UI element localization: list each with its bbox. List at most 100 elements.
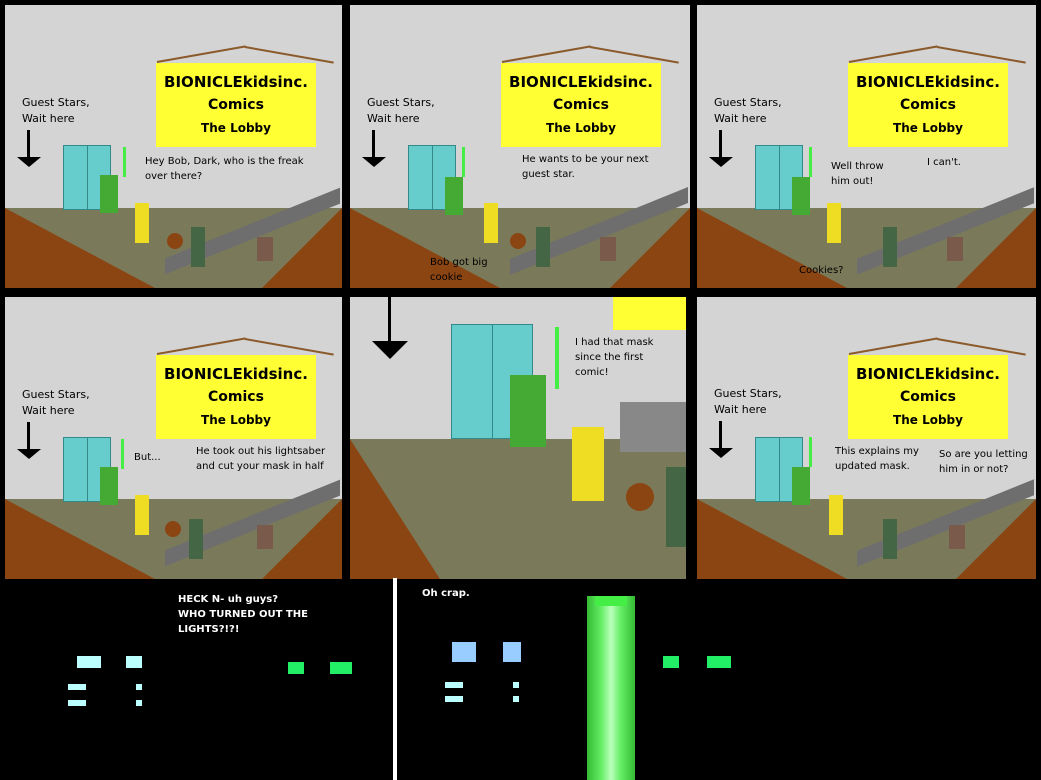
roof-line — [501, 45, 591, 63]
sign-title: BIONICLEkidsinc. — [509, 73, 653, 91]
sign-subtitle: Comics — [208, 97, 264, 113]
down-arrow-icon — [17, 157, 41, 167]
bob-character — [600, 237, 616, 261]
lightsaber-icon — [809, 437, 812, 467]
wood-floor — [350, 439, 440, 579]
dark-character — [883, 227, 897, 267]
sign-subtitle: Comics — [900, 389, 956, 405]
bob-character — [949, 525, 965, 549]
down-arrow-icon — [372, 341, 408, 359]
eye-glow — [452, 642, 476, 662]
eye-glow — [330, 662, 352, 674]
comic-panel-4: BIONICLEkidsinc. Comics The Lobby Guest … — [5, 297, 342, 579]
down-arrow-icon — [709, 157, 733, 167]
speech-bubble: Hey Bob, Dark, who is the freak over the… — [145, 156, 304, 182]
yellow-character — [827, 203, 841, 243]
green-character — [445, 177, 463, 215]
mask-glow — [136, 684, 142, 690]
comic-panel-1: BIONICLEkidsinc. Comics The Lobby Guest … — [5, 5, 342, 288]
speech-bubble: I can't. — [927, 157, 961, 168]
down-arrow-icon — [372, 130, 375, 157]
sign-subtitle: Comics — [553, 97, 609, 113]
roof-line — [848, 337, 938, 355]
speech-bubble: Bob got big cookie — [430, 257, 488, 283]
guest-sign: Guest Stars, Wait here — [714, 387, 782, 416]
lightsaber-icon — [809, 147, 812, 177]
roof-line — [589, 46, 679, 64]
dark-character — [666, 467, 686, 547]
eye-glow — [77, 656, 101, 668]
comic-panel-7: HECK N- uh guys? WHO TURNED OUT THE LIGH… — [0, 584, 393, 780]
roof-line — [936, 338, 1026, 356]
lobby-sign — [613, 297, 686, 330]
reception-counter — [620, 402, 686, 452]
comic-panel-3: BIONICLEkidsinc. Comics The Lobby Guest … — [697, 5, 1036, 288]
wood-floor — [5, 499, 155, 579]
sign-title: BIONICLEkidsinc. — [856, 365, 1000, 383]
cookie-icon — [626, 483, 654, 511]
down-arrow-icon — [362, 157, 386, 167]
sign-title: BIONICLEkidsinc. — [164, 73, 308, 91]
sign-location: The Lobby — [893, 413, 963, 427]
down-arrow-icon — [27, 422, 30, 449]
mask-glow — [513, 696, 519, 702]
mask-glow — [445, 696, 463, 702]
roof-line — [156, 45, 246, 63]
down-arrow-icon — [27, 130, 30, 157]
down-arrow-icon — [709, 448, 733, 458]
mask-glow — [136, 700, 142, 706]
dark-character — [883, 519, 897, 559]
speech-bubble: He took out his lightsaber and cut your … — [196, 446, 326, 472]
lobby-sign: BIONICLEkidsinc. Comics The Lobby — [156, 355, 316, 439]
eye-glow — [503, 642, 521, 662]
speech-bubble: HECK N- uh guys? WHO TURNED OUT THE LIGH… — [178, 594, 308, 635]
guest-sign: Guest Stars, Wait here — [22, 388, 90, 417]
eye-glow — [663, 656, 679, 668]
wood-floor — [697, 499, 847, 579]
lightsaber-icon — [462, 147, 465, 177]
comic-panel-5: I had that mask since the first comic! — [350, 297, 686, 579]
comic-panel-8: Oh crap. — [397, 584, 1041, 780]
cookie-icon — [165, 521, 181, 537]
cookie-icon — [167, 233, 183, 249]
lightsaber-icon — [121, 439, 124, 469]
yellow-character — [135, 203, 149, 243]
yellow-character — [572, 427, 604, 501]
speech-bubble: Cookies? — [799, 265, 844, 276]
lightsaber-tip — [595, 596, 627, 606]
green-character — [100, 175, 118, 213]
speech-bubble: So are you letting him in or not? — [939, 449, 1028, 475]
speech-bubble: I had that mask since the first comic! — [575, 337, 654, 378]
cookie-icon — [510, 233, 526, 249]
yellow-character — [829, 495, 843, 535]
sign-title: BIONICLEkidsinc. — [164, 365, 308, 383]
mask-glow — [513, 682, 519, 688]
eye-glow — [126, 656, 142, 668]
speech-bubble: He wants to be your next guest star. — [522, 154, 649, 180]
guest-sign: Guest Stars, Wait here — [367, 96, 435, 125]
yellow-character — [135, 495, 149, 535]
panel-divider — [393, 578, 397, 780]
green-character — [792, 467, 810, 505]
comic-panel-2: BIONICLEkidsinc. Comics The Lobby Guest … — [350, 5, 690, 288]
roof-line — [848, 45, 938, 63]
down-arrow-icon — [719, 130, 722, 157]
lobby-sign: BIONICLEkidsinc. Comics The Lobby — [848, 355, 1008, 439]
eye-glow — [707, 656, 731, 668]
wood-floor — [697, 208, 847, 288]
sign-location: The Lobby — [201, 413, 271, 427]
yellow-character — [484, 203, 498, 243]
dark-character — [191, 227, 205, 267]
speech-bubble: But... — [134, 452, 161, 463]
down-arrow-icon — [719, 421, 722, 448]
dark-character — [189, 519, 203, 559]
speech-bubble: Oh crap. — [422, 588, 470, 599]
lobby-sign: BIONICLEkidsinc. Comics The Lobby — [848, 63, 1008, 147]
mask-glow — [68, 684, 86, 690]
dark-character — [536, 227, 550, 267]
sign-location: The Lobby — [201, 121, 271, 135]
bob-character — [947, 237, 963, 261]
lightsaber-icon — [555, 327, 559, 389]
lobby-sign: BIONICLEkidsinc. Comics The Lobby — [501, 63, 661, 147]
sign-subtitle: Comics — [900, 97, 956, 113]
